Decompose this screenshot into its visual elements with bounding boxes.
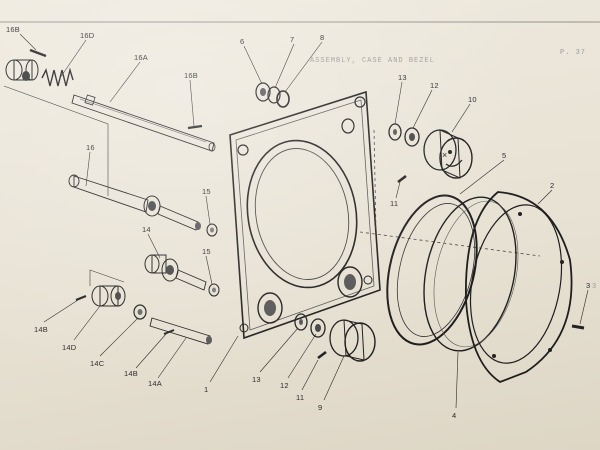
callout-14b-left: 14B (34, 325, 48, 334)
callout-12-low: 12 (280, 381, 289, 390)
header-fragment-left: ASSEMBLY, CASE AND BEZEL (310, 57, 435, 65)
callout-10: 10 (468, 95, 477, 104)
part-16d-spring (41, 67, 74, 87)
part-14a-shaft (149, 317, 212, 345)
part-16b-pin-top (29, 48, 47, 58)
part-8-oring (276, 90, 290, 108)
alignment-line-vertical (373, 129, 377, 233)
callout-9: 9 (318, 403, 322, 412)
callout-7: 7 (290, 35, 294, 44)
leader-lines (19, 33, 589, 409)
callout-14c: 14C (90, 359, 105, 368)
part-12-nut-low (310, 318, 326, 338)
alignment-line-center (359, 231, 541, 257)
part-13-washer-top (388, 123, 402, 141)
part-14b-pin-left (75, 294, 87, 302)
part-15-washer-upper (206, 223, 218, 237)
part-9-knob (329, 319, 376, 362)
callout-14b-low: 14B (124, 369, 138, 378)
callout-13-low: 13 (252, 375, 261, 384)
callout-15-a: 15 (202, 187, 211, 196)
part-11-screw-low (317, 350, 327, 360)
callout-15-b: 15 (202, 247, 211, 256)
callout-3: 3 (586, 281, 590, 290)
callout-13-top: 13 (398, 73, 407, 82)
callout-1: 1 (204, 385, 208, 394)
callout-14d: 14D (62, 343, 77, 352)
callout-8: 8 (320, 33, 324, 42)
part-10-knob: × (423, 129, 473, 179)
part-4-glass (423, 196, 519, 352)
part-15-washer-lower (208, 283, 220, 297)
callout-14a: 14A (148, 379, 162, 388)
callout-11-low: 11 (296, 393, 304, 402)
header-fragment-right: P. 37 (560, 49, 586, 57)
part-16b-pin-mid (187, 124, 203, 130)
callout-labels: 16B 16D 16A 16B 16 6 7 8 13 12 10 11 5 2… (6, 25, 590, 420)
part-16d-knob (5, 59, 39, 81)
part-13-washer-low (294, 313, 308, 331)
part-6-bushing (255, 82, 271, 102)
part-12-nut-top (404, 127, 420, 147)
part-5-gasket-ring (386, 194, 478, 346)
part-14d-knob (91, 285, 126, 307)
callout-11-top: 11 (390, 199, 398, 208)
part-16-shaft (68, 174, 201, 231)
callout-4: 4 (452, 411, 456, 420)
callout-5: 5 (502, 151, 506, 160)
callout-14: 14 (142, 225, 151, 234)
part-1-case (229, 90, 381, 340)
part-14-shaft (144, 254, 207, 291)
callout-6: 6 (240, 37, 244, 46)
part-11-screw-top (397, 174, 407, 184)
part-16a-shaft (71, 94, 216, 152)
callout-16b-mid: 16B (184, 71, 198, 80)
callout-16b-top: 16B (6, 25, 20, 34)
callout-2: 2 (550, 181, 554, 190)
bracket-14 (89, 269, 125, 286)
svg-text:×: × (442, 150, 447, 160)
callout-16a: 16A (134, 53, 148, 62)
bracket-16 (3, 85, 109, 196)
part-3-screw (571, 324, 585, 330)
part-14b-pin-low (163, 329, 175, 335)
part-2-bezel (465, 191, 573, 384)
callout-16d: 16D (80, 31, 95, 40)
part-7-washer (267, 86, 281, 104)
callout-16: 16 (86, 143, 95, 152)
header-fragment-corner: 3 (592, 283, 597, 291)
callout-12-top: 12 (430, 81, 439, 90)
part-14c-washer (133, 304, 147, 320)
